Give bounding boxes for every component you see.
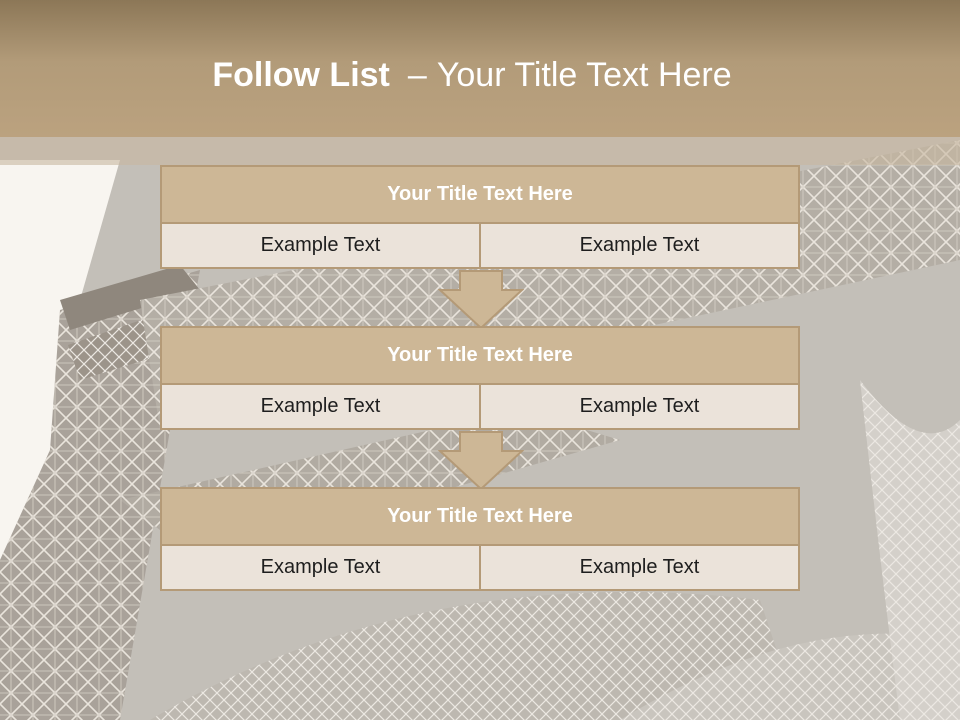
slide-title: Follow List–Your Title Text Here xyxy=(0,52,944,98)
slide-title-separator: – xyxy=(407,56,427,94)
step-text-left: Example Text xyxy=(162,224,481,267)
step-text-right: Example Text xyxy=(481,385,798,428)
step-text-right: Example Text xyxy=(481,224,798,267)
slide-title-rest: Your Title Text Here xyxy=(436,56,732,94)
step-box-1: Your Title Text Here Example Text Exampl… xyxy=(160,165,800,269)
step-text-left: Example Text xyxy=(162,385,481,428)
step-title: Your Title Text Here xyxy=(162,489,798,546)
down-arrow-icon xyxy=(438,431,524,491)
step-title: Your Title Text Here xyxy=(162,328,798,385)
down-arrow-icon xyxy=(438,270,524,330)
step-text-left: Example Text xyxy=(162,546,481,589)
slide-title-bold: Follow List xyxy=(212,56,390,94)
step-box-3: Your Title Text Here Example Text Exampl… xyxy=(160,487,800,591)
title-banner xyxy=(0,0,960,137)
step-text-right: Example Text xyxy=(481,546,798,589)
step-title: Your Title Text Here xyxy=(162,167,798,224)
step-box-2: Your Title Text Here Example Text Exampl… xyxy=(160,326,800,430)
